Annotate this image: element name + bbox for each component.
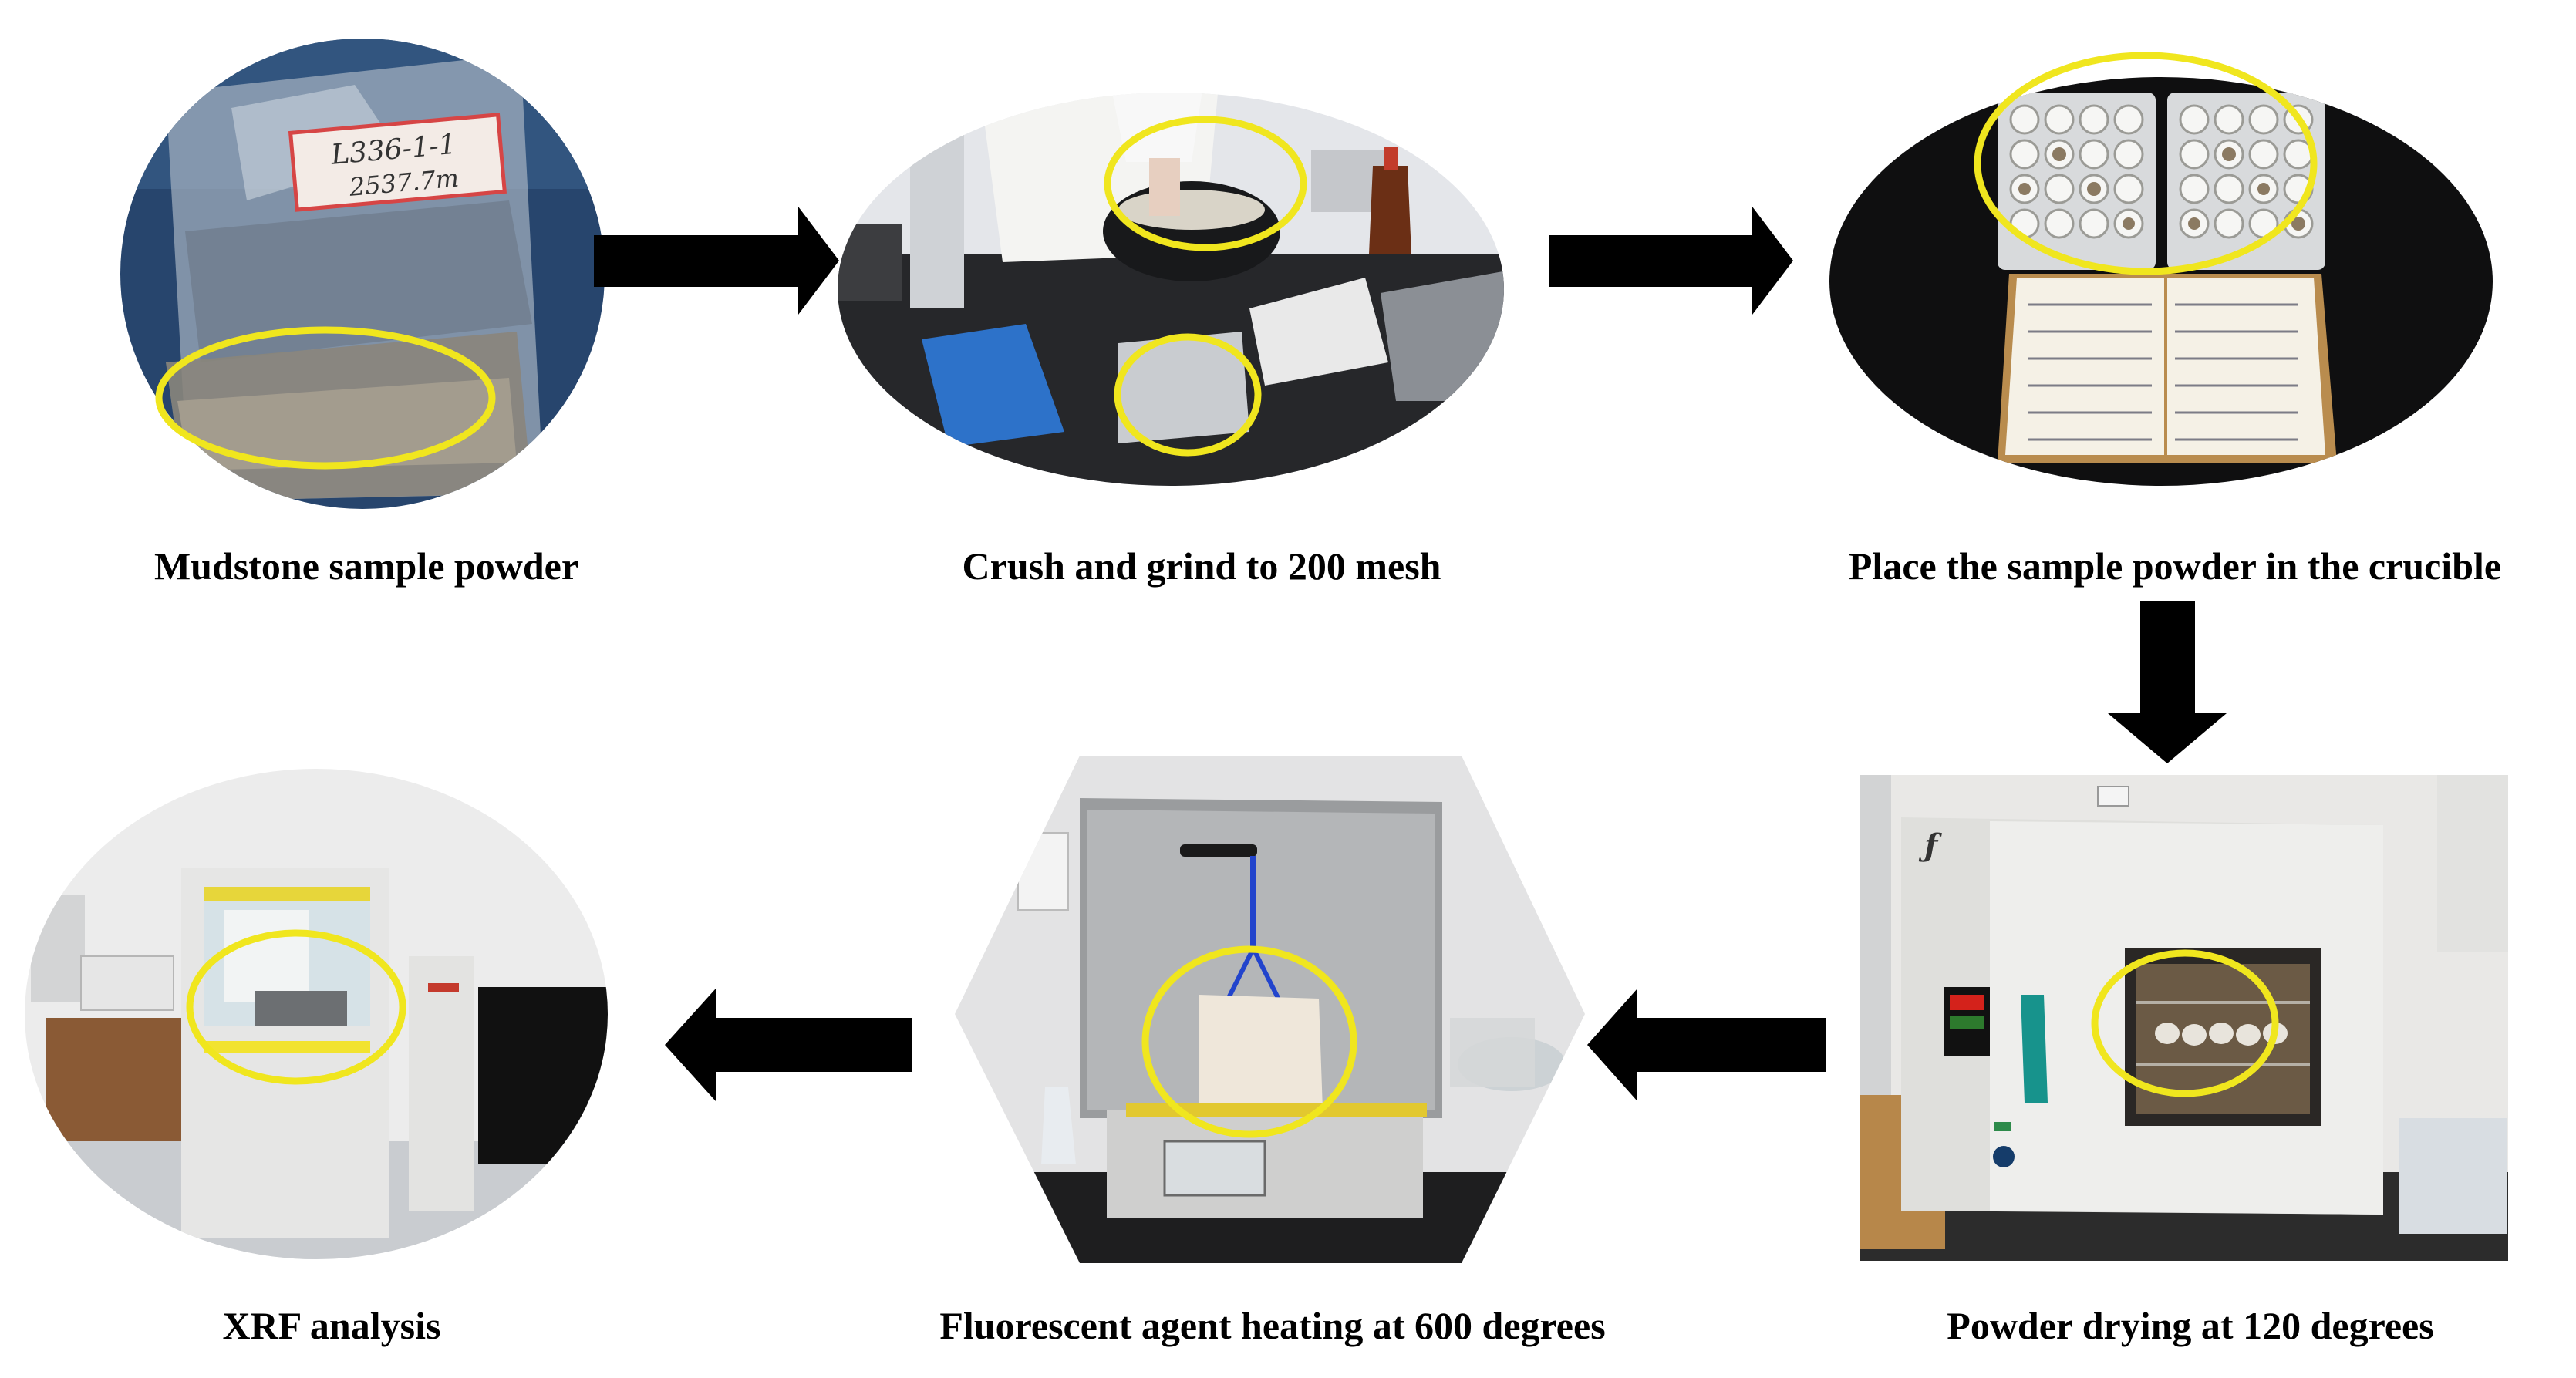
step-caption-furnace-heating: Fluorescent agent heating at 600 degrees: [939, 1304, 1606, 1347]
step-caption-crush-grind: Crush and grind to 200 mesh: [962, 544, 1441, 588]
highlight-ellipse: [2091, 949, 2279, 1097]
step-caption-powder-drying: Powder drying at 120 degrees: [1947, 1304, 2434, 1347]
highlight-ellipse: [155, 326, 496, 470]
drying-oven-photo: ƒ: [1860, 775, 2508, 1261]
highlight-ellipse: [1104, 116, 1307, 251]
arrow-right-icon: [594, 207, 839, 315]
step-caption-place-crucible: Place the sample powder in the crucible: [1848, 544, 2502, 588]
bag-label: L336-1-1 2537.7m: [288, 113, 507, 212]
highlight-ellipse: [1114, 333, 1262, 457]
muffle-furnace-photo: [955, 756, 1585, 1263]
step-caption-mudstone-sample: Mudstone sample powder: [153, 544, 579, 588]
highlight-ellipse: [1141, 945, 1357, 1138]
crucible-tray-photo: [1829, 77, 2493, 486]
step-caption-xrf-analysis: XRF analysis: [222, 1304, 441, 1347]
arrow-down-icon: [2108, 601, 2227, 763]
highlight-ellipse: [186, 929, 406, 1085]
arrow-right-icon: [1549, 207, 1793, 315]
highlight-ellipse: [1974, 52, 2318, 275]
arrow-left-icon: [665, 989, 912, 1101]
xrf-spectrometer-photo: [25, 769, 608, 1259]
arrow-left-icon: [1587, 989, 1826, 1101]
grinding-mortar-photo: [838, 93, 1504, 486]
